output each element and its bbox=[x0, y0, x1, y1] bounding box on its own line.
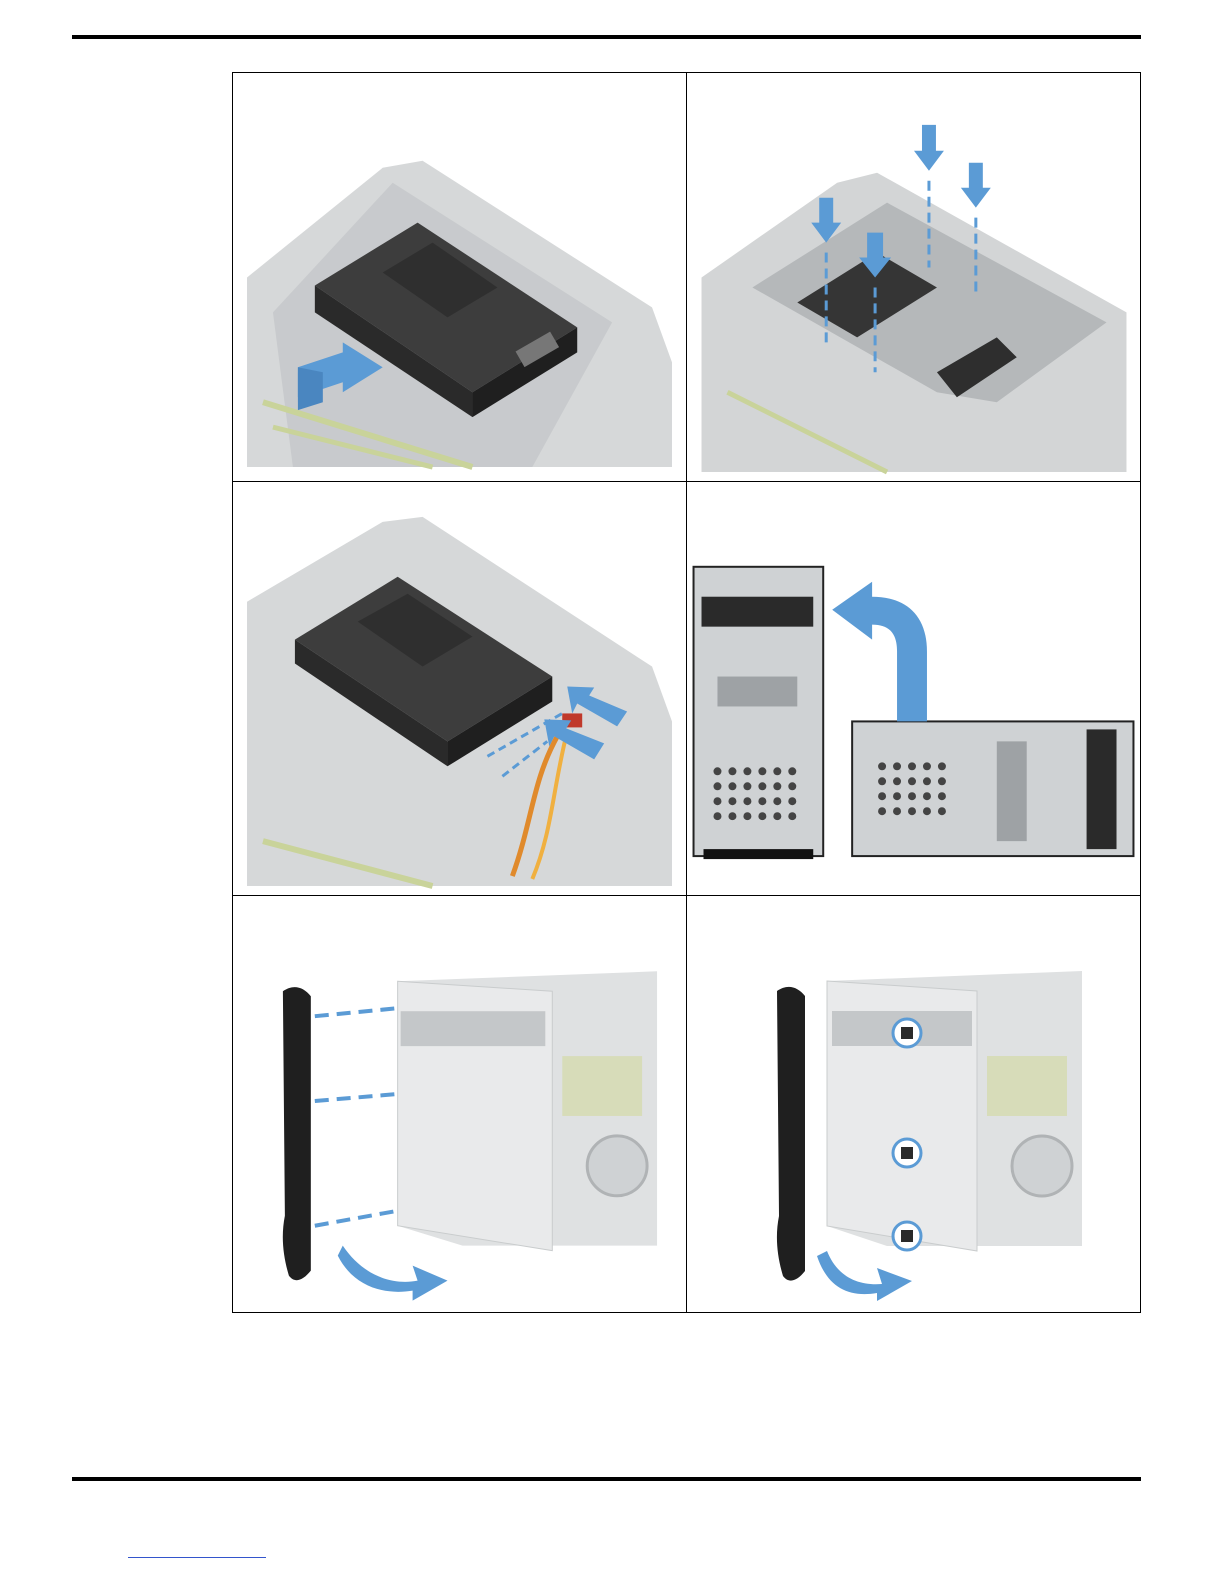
bezel-tabs-illustration bbox=[687, 896, 1140, 1312]
figure-snap-bezel bbox=[687, 896, 1140, 1312]
sata-cable-illustration bbox=[233, 482, 686, 895]
figure-stand-upright bbox=[687, 482, 1140, 896]
front-bezel bbox=[777, 987, 805, 1281]
drive-screws-illustration bbox=[687, 73, 1140, 481]
arrow-icon bbox=[817, 1251, 912, 1301]
front-bezel bbox=[283, 987, 311, 1280]
figure-slide-drive bbox=[233, 73, 687, 482]
curved-arrow-icon bbox=[832, 582, 927, 722]
footer-rule bbox=[72, 1477, 1141, 1481]
figure-connect-cables bbox=[233, 482, 687, 896]
figure-install-screws bbox=[687, 73, 1140, 482]
drive-bracket-illustration bbox=[233, 73, 686, 481]
bezel-alignment-illustration bbox=[233, 896, 686, 1312]
tower-upright bbox=[694, 567, 824, 859]
figure-align-bezel bbox=[233, 896, 687, 1312]
header-rule bbox=[72, 35, 1141, 39]
tower-lying bbox=[852, 721, 1133, 856]
illustration-grid bbox=[232, 72, 1141, 1313]
footer-link-underline[interactable] bbox=[128, 1557, 266, 1558]
arrow-icon bbox=[338, 1246, 448, 1301]
tower-orientation-illustration bbox=[687, 482, 1140, 895]
